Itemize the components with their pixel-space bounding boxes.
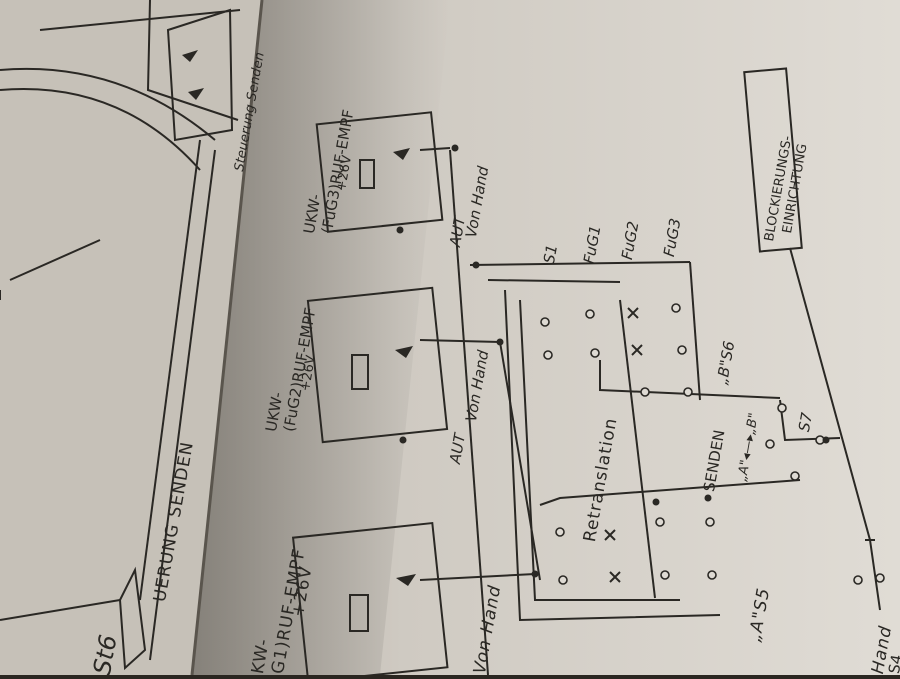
left-page-wiring <box>0 0 241 671</box>
module-diodes <box>393 148 416 586</box>
switch-contacts <box>540 303 885 585</box>
left-diodes <box>182 50 204 100</box>
module-relays <box>349 159 375 632</box>
right-page-wiring <box>291 111 881 679</box>
s4-label: S4 <box>885 653 900 676</box>
s1-label: S1 <box>540 243 562 266</box>
s7-label: S7 <box>795 411 817 434</box>
junctions <box>396 144 830 578</box>
switch-crosses <box>604 307 643 583</box>
blockierung-box <box>743 67 803 253</box>
